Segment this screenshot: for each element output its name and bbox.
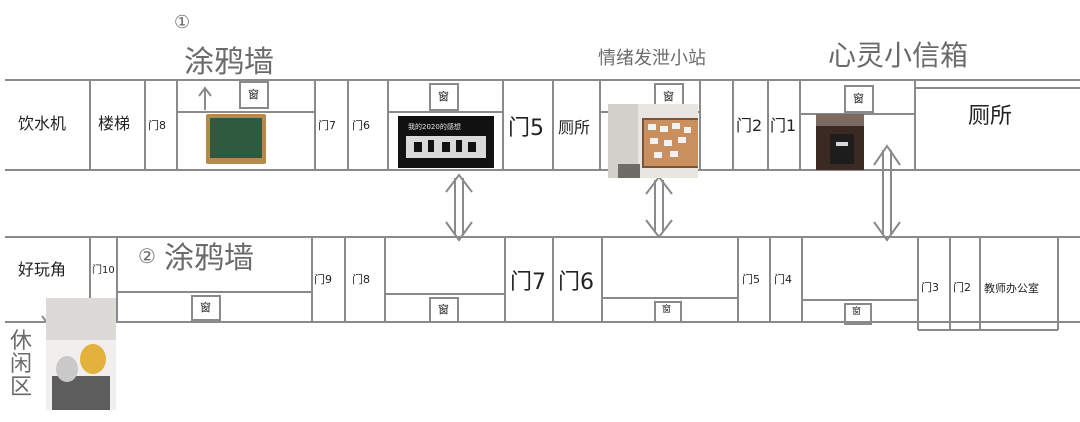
upper-window-3: 窗	[663, 90, 674, 103]
lower-window-1: 窗	[200, 301, 211, 314]
rest-area-label: 休闲区	[10, 329, 33, 401]
upper-door-6: 门6	[352, 119, 370, 132]
upper-door-5: 门5	[508, 116, 544, 141]
upper-door-2: 门2	[736, 116, 763, 135]
room-toilet-right: 厕所	[968, 104, 1013, 129]
room-toilet-middle: 厕所	[558, 118, 591, 137]
emotion-station-image	[608, 104, 698, 178]
room-stairs: 楼梯	[98, 114, 131, 133]
room-water-dispenser: 饮水机	[18, 114, 67, 133]
lower-door-9: 门9	[314, 273, 332, 286]
lower-door-3: 门3	[921, 281, 939, 294]
lower-window-3: 窗	[662, 305, 672, 315]
lower-door-4: 门4	[774, 273, 792, 286]
emotion-station-notes	[618, 123, 691, 178]
upper-door-1: 门1	[770, 116, 797, 135]
lower-window-4: 窗	[852, 307, 862, 317]
lower-door-7: 门7	[510, 270, 546, 295]
room-teacher-office: 教师办公室	[984, 282, 1039, 295]
upper-window-2: 窗	[438, 90, 449, 103]
lower-window-2: 窗	[438, 303, 449, 316]
reflection-board-image: 我的2020的感想	[398, 116, 494, 168]
rest-area-image	[46, 298, 116, 410]
room-fun-corner: 好玩角	[18, 260, 67, 279]
lower-door-5: 门5	[742, 273, 760, 286]
graffiti-wall-1-label: 涂鸦墙	[184, 45, 274, 80]
lower-door-2: 门2	[953, 281, 971, 294]
mind-mailbox-image	[816, 114, 864, 170]
upper-door-8: 门8	[148, 119, 166, 132]
upper-door-7: 门7	[318, 119, 336, 132]
mind-mailbox-label: 心灵小信箱	[828, 39, 969, 72]
emotion-station-label: 情绪发泄小站	[598, 48, 706, 69]
reflection-board-title: 我的2020的感想	[408, 123, 461, 131]
graffiti-wall-2-number: ②	[138, 244, 156, 268]
graffiti-wall-2-label: 涂鸦墙	[164, 241, 254, 276]
chalkboard-image	[206, 114, 266, 164]
reflection-board-notes	[406, 136, 486, 158]
upper-window-4: 窗	[853, 92, 864, 105]
lower-door-10: 门10	[92, 265, 115, 276]
lower-door-8: 门8	[352, 273, 370, 286]
upper-window-1: 窗	[248, 88, 259, 101]
graffiti-wall-1-number: ①	[174, 12, 191, 33]
lower-door-6: 门6	[558, 270, 594, 295]
